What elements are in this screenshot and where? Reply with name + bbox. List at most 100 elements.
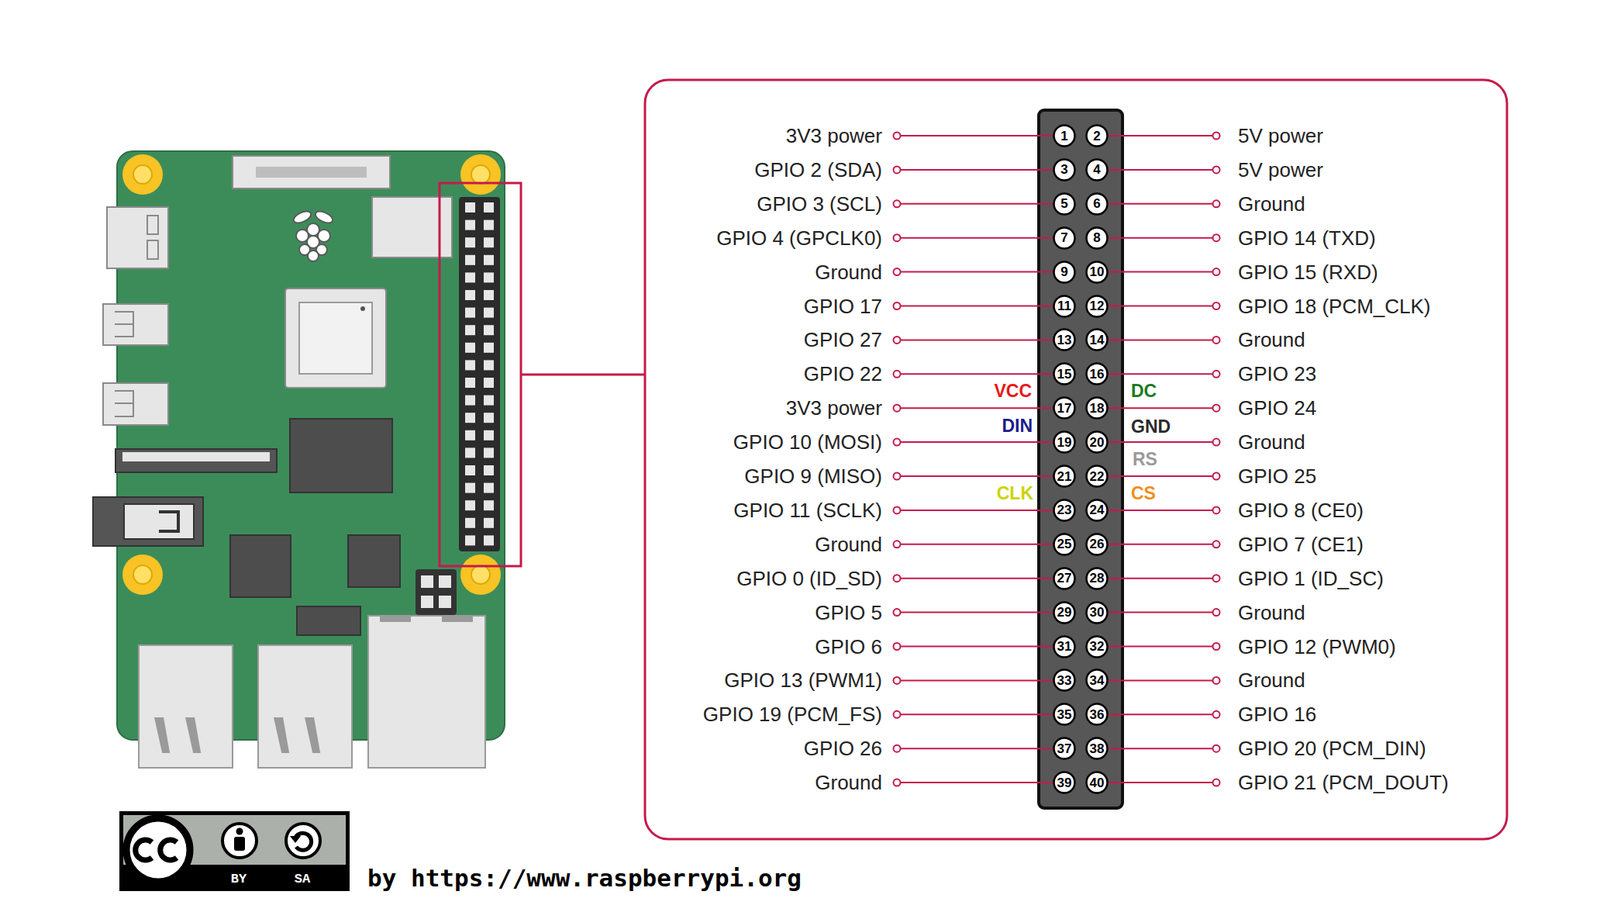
license-badge xyxy=(119,810,350,891)
board-pin xyxy=(465,465,476,476)
pin-number: 31 xyxy=(1057,639,1073,653)
board-pin xyxy=(465,202,476,213)
leader-line xyxy=(900,203,1065,205)
pin-circle: 36 xyxy=(1085,702,1109,726)
pin-number: 37 xyxy=(1057,741,1073,756)
leader-line xyxy=(900,168,1065,171)
pin-ring xyxy=(1086,363,1108,385)
usb-detail xyxy=(274,717,320,752)
leader-marker xyxy=(1213,540,1221,548)
pin-number: 28 xyxy=(1089,571,1105,585)
signal-label: RS xyxy=(1132,448,1158,470)
pin-label: 3V3 power xyxy=(786,124,883,149)
pin-ring xyxy=(1086,158,1108,180)
pin-label: GPIO 13 (PWM1) xyxy=(724,668,883,693)
pin-label: Ground xyxy=(1237,600,1306,625)
pin-number: 16 xyxy=(1089,367,1105,381)
pinout-panel xyxy=(644,79,1507,839)
leader-line xyxy=(1096,168,1214,171)
pin-label: GPIO 17 xyxy=(803,293,883,318)
board-pin xyxy=(465,500,476,511)
board-pin xyxy=(483,324,494,335)
pin-label: GPIO 10 (MOSI) xyxy=(733,430,883,455)
pin-number: 23 xyxy=(1057,503,1073,517)
pin-number: 11 xyxy=(1057,299,1072,313)
pin-label: GPIO 8 (CE0) xyxy=(1237,497,1364,522)
pin-ring xyxy=(1054,158,1076,180)
signal-label: DIN xyxy=(1001,415,1033,437)
pin-number: 3 xyxy=(1060,162,1068,176)
pin-number: 15 xyxy=(1057,367,1073,381)
pin-label: GPIO 19 (PCM_FS) xyxy=(703,702,883,727)
board-gpio-pins xyxy=(465,202,494,545)
pin-label: GPIO 11 (SCLK) xyxy=(733,497,883,522)
pin-label: Ground xyxy=(814,259,883,284)
micro-hdmi-port xyxy=(103,382,169,425)
pin-number: 6 xyxy=(1093,196,1100,211)
pin-number: 40 xyxy=(1089,775,1105,790)
pin-number: 39 xyxy=(1057,775,1073,790)
pin-number: 8 xyxy=(1093,231,1100,245)
badge-frame xyxy=(119,810,350,891)
pin-label: GPIO 25 xyxy=(1237,464,1317,489)
pin-ring xyxy=(1054,261,1076,283)
leader-marker xyxy=(893,370,901,378)
leader-line xyxy=(900,577,1065,580)
board-pin xyxy=(483,202,494,213)
pin-label: Ground xyxy=(814,770,883,795)
pin-circle: 5 xyxy=(1052,192,1076,216)
leader-marker xyxy=(893,710,901,718)
audio-jack-detail xyxy=(158,511,179,532)
pin-ring xyxy=(1086,635,1108,657)
ethernet-led xyxy=(441,615,473,622)
pin-ring xyxy=(1054,635,1076,657)
pin-ring xyxy=(1054,193,1076,214)
leader-marker xyxy=(1213,438,1221,446)
pin-number: 26 xyxy=(1089,537,1105,551)
pin-ring xyxy=(1086,567,1108,589)
board-pin xyxy=(483,289,494,300)
pin-ring xyxy=(1086,499,1108,521)
pin-number: 4 xyxy=(1093,162,1100,176)
board-pin xyxy=(483,500,494,511)
leader-line xyxy=(900,543,1065,545)
license-text: BY xyxy=(231,871,247,887)
board-pin xyxy=(483,255,494,266)
leader-marker xyxy=(1213,268,1221,276)
pin-label: GPIO 7 (CE1) xyxy=(1237,531,1364,556)
leader-line xyxy=(1096,509,1214,511)
chip xyxy=(230,534,291,597)
pin-ring xyxy=(1086,227,1108,249)
leader-marker xyxy=(893,268,901,276)
pin-circle: 29 xyxy=(1052,600,1076,625)
board-pin xyxy=(465,220,476,231)
board-pin xyxy=(483,272,494,283)
poe-pin xyxy=(420,595,434,608)
poe-pin xyxy=(420,575,434,588)
leader-line xyxy=(1096,372,1214,375)
mounting-hole-center xyxy=(471,165,490,184)
mounting-hole xyxy=(122,154,163,195)
pin-circle: 25 xyxy=(1052,532,1076,556)
pin-ring xyxy=(1086,431,1108,453)
leader-marker xyxy=(1213,506,1221,514)
board-pin xyxy=(483,534,494,545)
mounting-holes xyxy=(122,154,501,595)
leader-line xyxy=(900,237,1065,239)
pin-circle: 32 xyxy=(1085,634,1109,659)
hdmi-detail xyxy=(114,311,134,337)
leader-line xyxy=(900,781,1065,783)
pin-circle: 3 xyxy=(1052,158,1076,182)
highlight-frame xyxy=(439,182,521,566)
sa-icon xyxy=(286,823,321,858)
pin-number: 9 xyxy=(1060,265,1068,279)
pin-ring xyxy=(1054,737,1076,759)
sa-icon-arrowhead xyxy=(289,835,301,843)
board-pin xyxy=(483,482,494,494)
board-pin xyxy=(465,395,476,406)
board-pin xyxy=(483,517,494,528)
leader-line xyxy=(1096,611,1214,614)
board-pin xyxy=(483,237,494,248)
leader-marker xyxy=(1213,404,1221,412)
pin-number: 38 xyxy=(1089,741,1105,756)
